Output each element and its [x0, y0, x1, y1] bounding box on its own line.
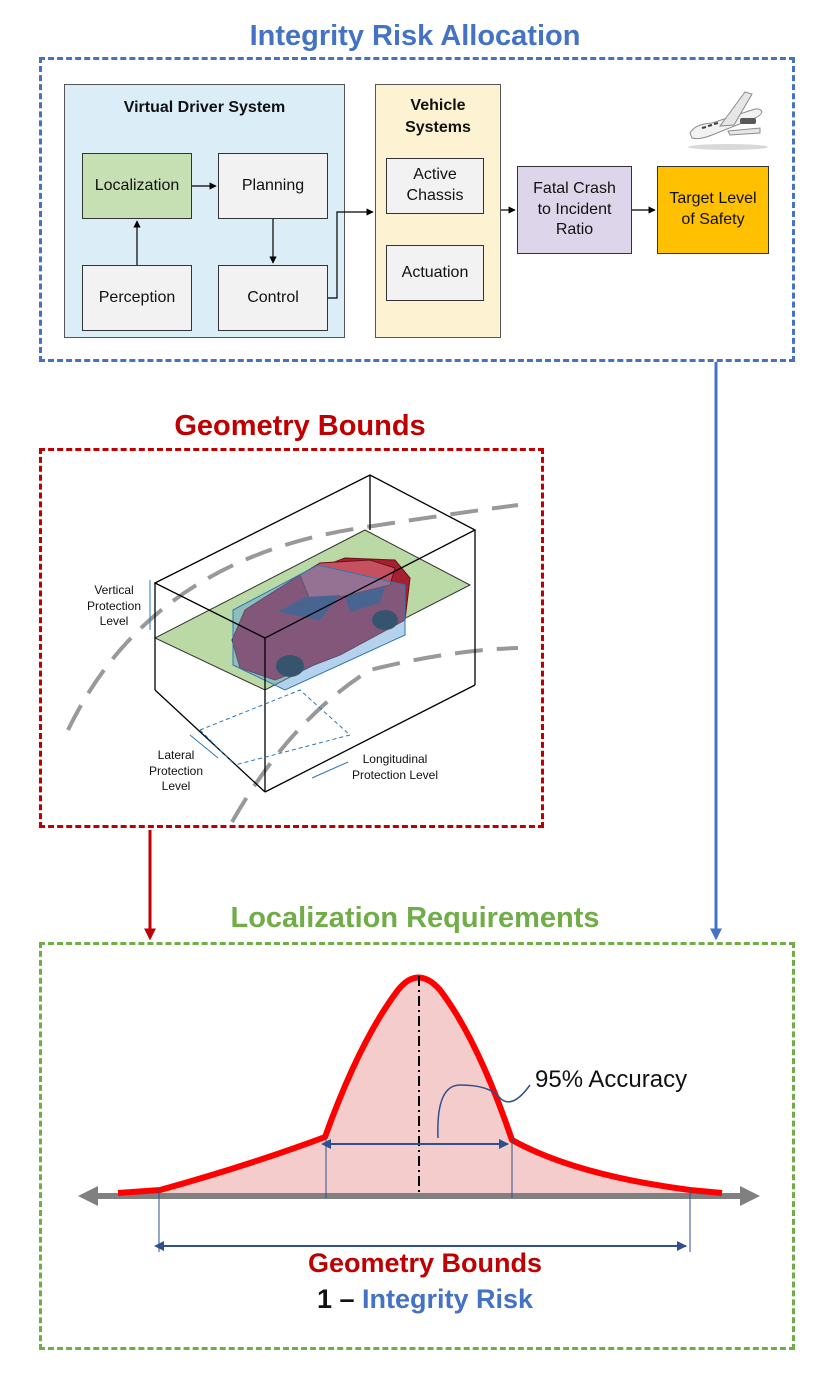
- road-curve-inner: [230, 646, 519, 823]
- control-box: Control: [218, 265, 328, 331]
- accuracy-callout-line: [437, 1084, 531, 1139]
- active-chassis-box: Active Chassis: [386, 158, 484, 214]
- road-curve-outer: [66, 503, 519, 731]
- longitudinal-protection-level-label: Longitudinal Protection Level: [351, 752, 439, 782]
- integrity-risk-allocation-frame: [39, 57, 795, 362]
- vertical-protection-level-label: Vertical Protection Level: [86, 583, 142, 629]
- car-shape: [231, 557, 411, 681]
- accuracy-label: 95% Accuracy: [535, 1066, 688, 1093]
- target-level-of-safety-box: Target Level of Safety: [657, 166, 769, 254]
- integrity-risk-allocation-title: Integrity Risk Allocation: [249, 20, 581, 52]
- geometry-bounds-label: Geometry Bounds: [307, 1248, 543, 1278]
- geometry-bounds-title: Geometry Bounds: [174, 410, 426, 442]
- virtual-driver-system-title: Virtual Driver System: [123, 99, 286, 116]
- fatal-crash-ratio-box: Fatal Crash to Incident Ratio: [517, 166, 632, 254]
- localization-requirements-frame: [39, 942, 795, 1350]
- geometry-bounds-frame: [39, 448, 544, 828]
- one-minus-label: 1 –: [316, 1284, 355, 1314]
- perception-box: Perception: [82, 265, 192, 331]
- actuation-box: Actuation: [386, 245, 484, 301]
- lateral-protection-level-label: Lateral Protection Level: [148, 748, 204, 794]
- localization-requirements-title: Localization Requirements: [230, 902, 600, 934]
- integrity-risk-label: Integrity Risk: [362, 1284, 534, 1314]
- vehicle-systems-title: Vehicle Systems: [405, 97, 471, 136]
- integrity-risk-expression: 1 – Integrity Risk: [0, 1284, 830, 1315]
- planning-box: Planning: [218, 153, 328, 219]
- localization-box: Localization: [82, 153, 192, 219]
